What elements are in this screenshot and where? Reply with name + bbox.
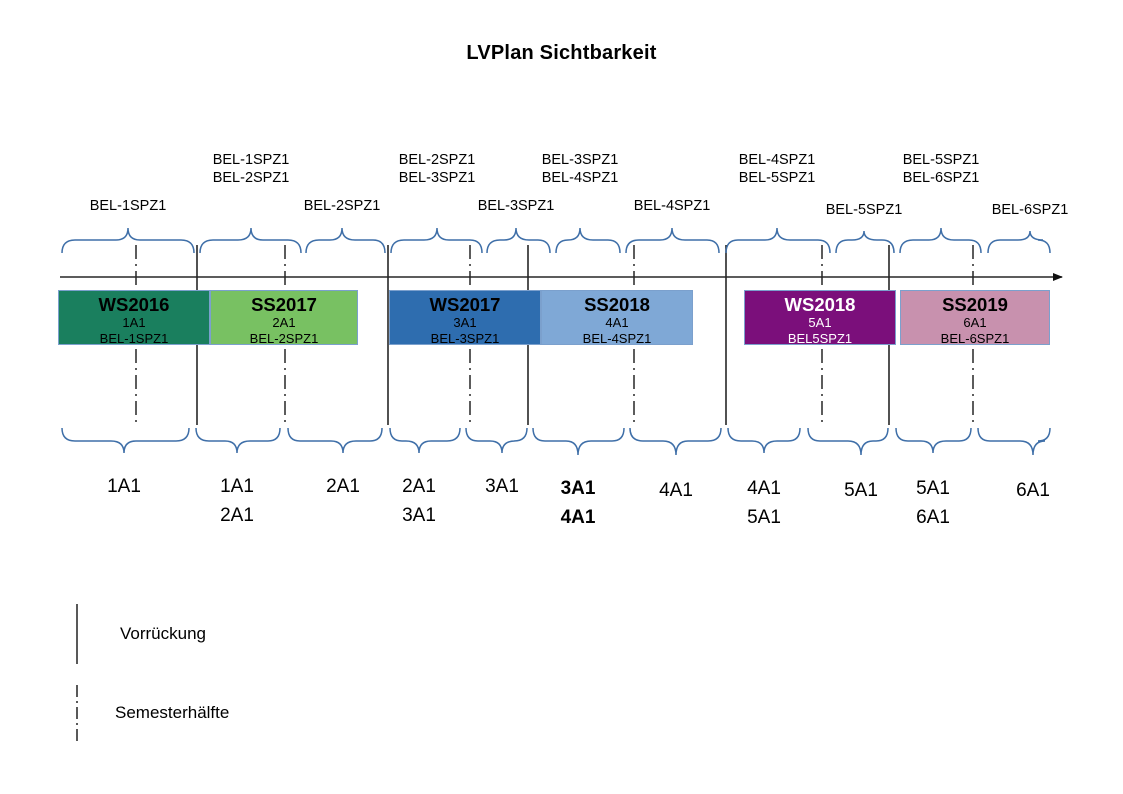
bottom-label: 6A1 xyxy=(1016,480,1050,501)
legend-label-semesterhaelfte: Semesterhälfte xyxy=(115,703,230,722)
semester-bel: BEL-1SPZ1 xyxy=(99,330,169,346)
bottom-label: 3A1 xyxy=(485,476,519,497)
top-label: BEL-2SPZ1 xyxy=(303,198,381,214)
semester-box-ws2018[interactable]: WS2018 5A1 BEL5SPZ1 xyxy=(744,290,896,346)
page-title: LVPlan Sichtbarkeit xyxy=(466,42,657,64)
bottom-label: 4A1 5A1 xyxy=(747,478,781,528)
semester-box-ws2016[interactable]: WS2016 1A1 BEL-1SPZ1 xyxy=(58,290,210,346)
legend-label-vorrueckung: Vorrückung xyxy=(120,624,206,643)
top-label: BEL-5SPZ1 BEL-6SPZ1 xyxy=(902,152,980,186)
bottom-braces xyxy=(61,427,1051,456)
semester-group: 4A1 xyxy=(605,315,629,330)
semester-group: 2A1 xyxy=(272,315,296,330)
semester-group: 3A1 xyxy=(453,315,477,330)
top-label: BEL-3SPZ1 BEL-4SPZ1 xyxy=(541,152,619,186)
semester-name: SS2017 xyxy=(251,294,317,315)
semester-name: SS2019 xyxy=(942,294,1008,315)
semester-name: WS2017 xyxy=(429,294,501,315)
top-label: BEL-1SPZ1 BEL-2SPZ1 xyxy=(212,152,290,186)
bottom-label: 4A1 xyxy=(659,480,693,501)
semester-name: WS2018 xyxy=(784,294,856,315)
top-braces xyxy=(61,227,1051,254)
semester-group: 1A1 xyxy=(122,315,146,330)
top-label: BEL-6SPZ1 xyxy=(991,202,1069,218)
top-label: BEL-4SPZ1 xyxy=(633,198,711,214)
semester-bel: BEL-3SPZ1 xyxy=(430,330,500,346)
semester-group: 5A1 xyxy=(808,315,832,330)
bottom-label: 1A1 2A1 xyxy=(220,476,254,526)
semester-name: SS2018 xyxy=(584,294,650,315)
semester-box-ss2017[interactable]: SS2017 2A1 BEL-2SPZ1 xyxy=(210,290,358,346)
semester-box-ws2017[interactable]: WS2017 3A1 BEL-3SPZ1 xyxy=(389,290,541,346)
bottom-label: 2A1 3A1 xyxy=(402,476,436,526)
bottom-label: 2A1 xyxy=(326,476,360,497)
bottom-label: 5A1 xyxy=(844,480,878,501)
semester-bel: BEL-6SPZ1 xyxy=(940,330,1010,346)
top-label: BEL-3SPZ1 xyxy=(477,198,555,214)
top-label: BEL-1SPZ1 xyxy=(89,198,167,214)
semester-bel: BEL5SPZ1 xyxy=(787,330,853,346)
top-label: BEL-2SPZ1 BEL-3SPZ1 xyxy=(398,152,476,186)
semester-box-ss2019[interactable]: SS2019 6A1 BEL-6SPZ1 xyxy=(900,290,1050,346)
bottom-label: 3A1 4A1 xyxy=(560,478,596,528)
bottom-label: 1A1 xyxy=(107,476,141,497)
semester-bel: BEL-2SPZ1 xyxy=(249,330,319,346)
bottom-label: 5A1 6A1 xyxy=(916,478,950,528)
semester-group: 6A1 xyxy=(963,315,987,330)
semester-name: WS2016 xyxy=(98,294,170,315)
semester-box-ss2018[interactable]: SS2018 4A1 BEL-4SPZ1 xyxy=(541,290,693,346)
semester-bel: BEL-4SPZ1 xyxy=(582,330,652,346)
top-label: BEL-4SPZ1 BEL-5SPZ1 xyxy=(738,152,816,186)
top-label: BEL-5SPZ1 xyxy=(825,202,903,218)
